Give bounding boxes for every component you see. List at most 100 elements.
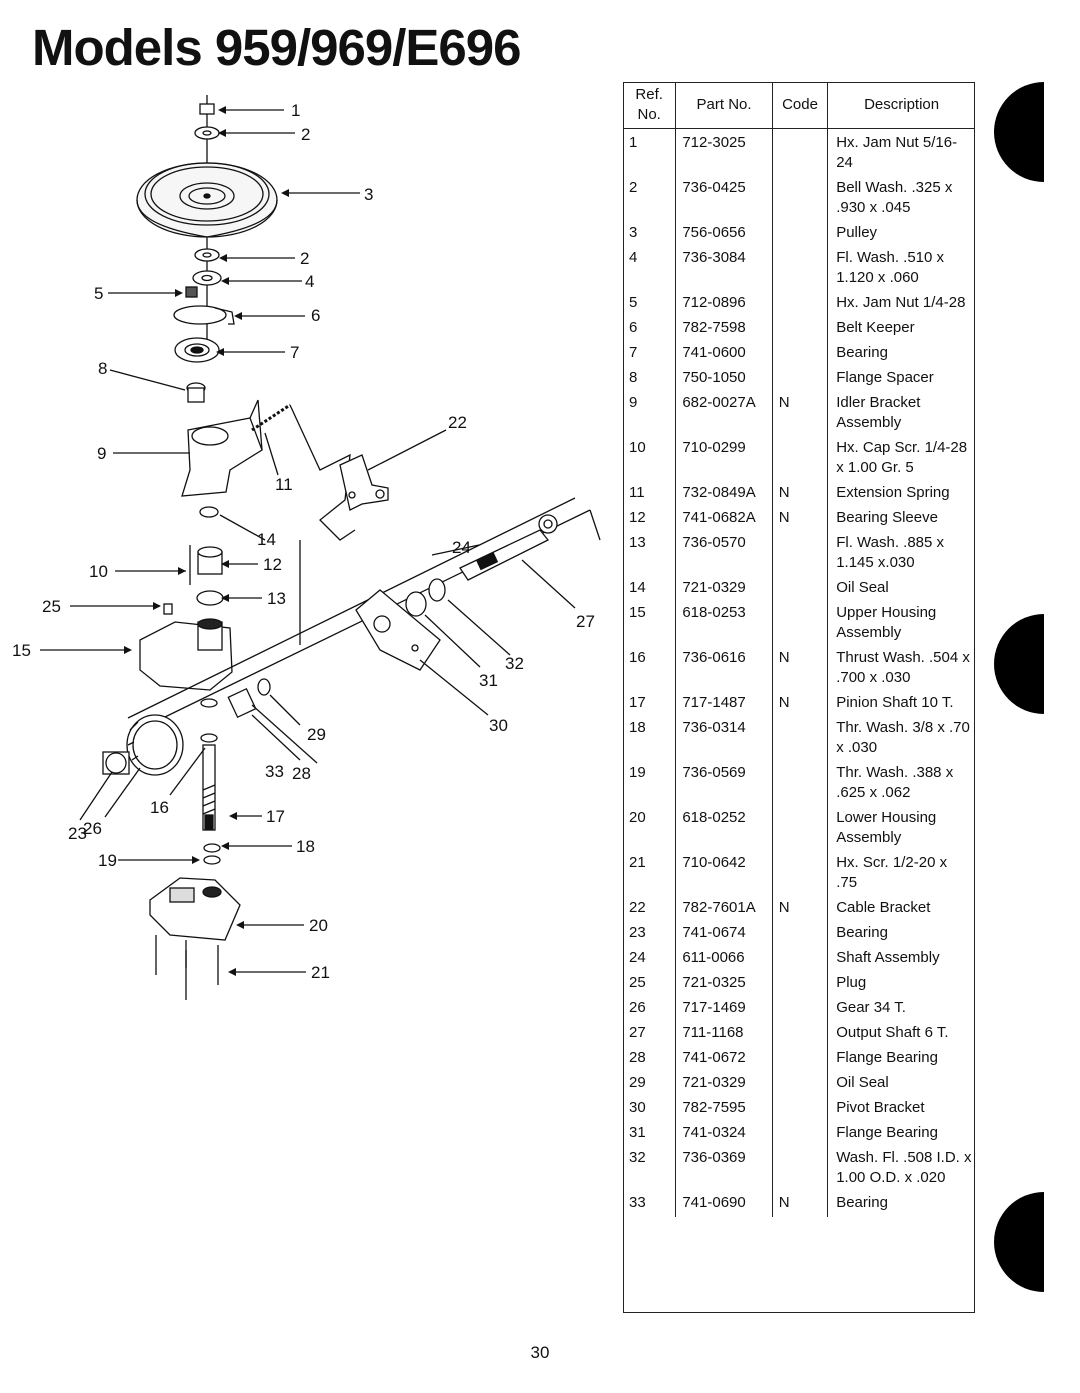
- callout-30: 30: [489, 716, 508, 735]
- callout-24: 24: [452, 538, 471, 557]
- part-no-cell: 736-0570: [675, 532, 773, 577]
- code-cell: N: [772, 692, 829, 717]
- ref-cell: 28: [623, 1047, 677, 1072]
- code-cell: [772, 292, 829, 317]
- callout-21: 21: [311, 963, 330, 982]
- ref-cell: 30: [623, 1097, 677, 1122]
- ref-cell: 16: [623, 647, 677, 692]
- part-no-cell: 756-0656: [675, 222, 773, 247]
- part-no-cell: 741-0324: [675, 1122, 773, 1147]
- part-no-cell: 732-0849A: [675, 482, 773, 507]
- ref-cell: 22: [623, 897, 677, 922]
- description-cell: Lower Housing Assembly: [836, 809, 937, 846]
- ref-cell: 21: [623, 852, 677, 897]
- callout-33: 33: [265, 762, 284, 781]
- ref-cell: 15: [623, 602, 677, 647]
- part-no-cell: 717-1487: [675, 692, 773, 717]
- part-no-cell: 717-1469: [675, 997, 773, 1022]
- ref-cell: 25: [623, 972, 677, 997]
- part-7-bearing: [174, 337, 220, 363]
- table-header-row: Ref. No. Part No. Code Description: [623, 82, 975, 129]
- callout-8: 8: [98, 359, 107, 378]
- ref-cell: 23: [623, 922, 677, 947]
- description-cell: Flange Bearing: [836, 1124, 938, 1141]
- part-no-cell: 721-0325: [675, 972, 773, 997]
- code-cell: N: [772, 897, 829, 922]
- code-cell: [772, 1047, 829, 1072]
- callout-23: 23: [68, 824, 87, 843]
- ref-cell: 27: [623, 1022, 677, 1047]
- ref-cell: 20: [623, 807, 677, 852]
- part-3-pulley: [136, 162, 278, 238]
- description-cell: Belt Keeper: [836, 319, 915, 336]
- callout-12: 12: [263, 555, 282, 574]
- description-cell: Flange Spacer: [836, 369, 934, 386]
- code-cell: [772, 577, 829, 602]
- header-code: Code: [772, 82, 829, 129]
- binder-hole-1: [994, 82, 1044, 182]
- description-cell: Oil Seal: [836, 579, 889, 596]
- description-cell: Bell Wash. .325 x .930 x .045: [836, 179, 953, 216]
- description-cell: Gear 34 T.: [836, 999, 906, 1016]
- description-cell: Pulley: [836, 224, 878, 241]
- part-no-cell: 682-0027A: [675, 392, 773, 437]
- code-cell: [772, 1022, 829, 1047]
- code-cell: [772, 972, 829, 997]
- ref-cell: 31: [623, 1122, 677, 1147]
- code-cell: [772, 247, 829, 292]
- ref-cell: 33: [623, 1192, 677, 1217]
- part-no-cell: 782-7601A: [675, 897, 773, 922]
- description-cell: Bearing: [836, 344, 888, 361]
- code-cell: [772, 807, 829, 852]
- description-cell: Plug: [836, 974, 867, 991]
- callout-2-lower: 2: [300, 249, 309, 268]
- callout-26: 26: [83, 819, 102, 838]
- part-no-cell: 736-0314: [675, 717, 773, 762]
- callout-19: 19: [98, 851, 117, 870]
- part-no-cell: 611-0066: [675, 947, 773, 972]
- description-cell: Fl. Wash. .510 x 1.120 x .060: [836, 249, 945, 286]
- code-cell: [772, 1147, 829, 1192]
- callout-32: 32: [505, 654, 524, 673]
- callout-15: 15: [12, 641, 31, 660]
- description-cell: Fl. Wash. .885 x 1.145 x.030: [836, 534, 945, 571]
- ref-cell: 8: [623, 367, 677, 392]
- callout-16: 16: [150, 798, 169, 817]
- ref-cell: 18: [623, 717, 677, 762]
- part-15-upper-housing: [139, 618, 233, 691]
- exploded-parts-diagram: 1 2 3 2 4 5 6 7 8 22 9 11 14 24 10 12 13…: [12, 95, 601, 1000]
- part-17-pinion-shaft: [202, 744, 216, 831]
- part-20-lower-housing: [149, 877, 241, 941]
- ref-cell: 1: [623, 128, 677, 177]
- ref-cell: 7: [623, 342, 677, 367]
- ref-cell: 6: [623, 317, 677, 342]
- part-no-cell: 712-3025: [675, 128, 773, 177]
- description-cell: Shaft Assembly: [836, 949, 940, 966]
- ref-cell: 5: [623, 292, 677, 317]
- code-cell: [772, 997, 829, 1022]
- code-cell: [772, 437, 829, 482]
- code-cell: [772, 222, 829, 247]
- description-cell: Thr. Wash. .388 x .625 x .062: [836, 764, 954, 801]
- ref-cell: 13: [623, 532, 677, 577]
- callout-18: 18: [296, 837, 315, 856]
- callout-29: 29: [307, 725, 326, 744]
- part-no-cell: 618-0253: [675, 602, 773, 647]
- ref-cell: 12: [623, 507, 677, 532]
- part-no-cell: 710-0642: [675, 852, 773, 897]
